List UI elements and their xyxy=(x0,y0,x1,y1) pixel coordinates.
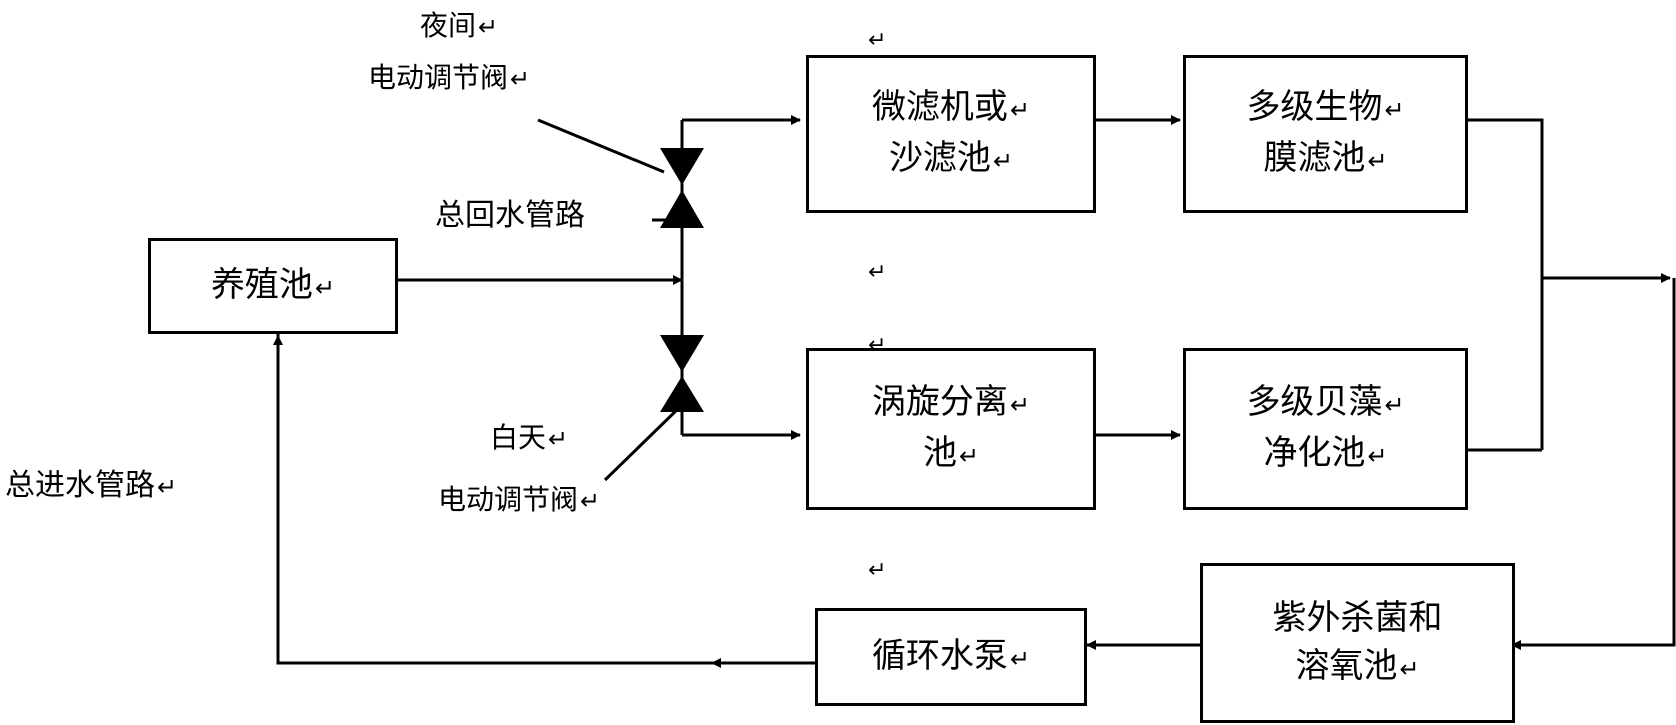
microfilter-box: 微滤机或↵ 沙滤池↵ xyxy=(806,55,1096,213)
day-valve-icon xyxy=(660,335,704,412)
night-valve-leader xyxy=(537,118,665,174)
biofilm-box: 多级生物↵ 膜滤池↵ xyxy=(1183,55,1468,213)
day-valve-period-label: 白天↵ xyxy=(490,421,569,454)
day-valve-leader xyxy=(603,403,684,482)
shellfish-algae-box: 多级贝藻↵ 净化池↵ xyxy=(1183,348,1468,510)
night-valve-icon xyxy=(660,148,704,228)
day-valve-name-label: 电动调节阀↵ xyxy=(438,483,601,516)
to-uv-line xyxy=(1511,278,1676,650)
night-valve-name-label: 电动调节阀↵ xyxy=(368,61,531,94)
culture-pond-label: 养殖池 xyxy=(210,264,313,305)
return-mark: ↵ xyxy=(868,260,887,285)
return-pipe-label: 总回水管路 xyxy=(435,198,585,233)
pump-to-pond-line xyxy=(276,334,815,665)
culture-pond-box: 养殖池↵ xyxy=(148,238,398,334)
inlet-pipe-label: 总进水管路↵ xyxy=(5,468,178,503)
vortex-box: 涡旋分离↵ 池↵ xyxy=(806,348,1096,510)
uv-oxygen-box: 紫外杀菌和 溶氧池↵ xyxy=(1200,563,1515,723)
biofilm-out-line xyxy=(1466,118,1544,450)
pump-box: 循环水泵↵ xyxy=(815,608,1087,706)
return-mark: ↵ xyxy=(868,28,887,53)
return-mark: ↵ xyxy=(868,333,887,358)
return-mark: ↵ xyxy=(868,558,887,583)
night-valve-period-label: 夜间↵ xyxy=(420,9,499,42)
